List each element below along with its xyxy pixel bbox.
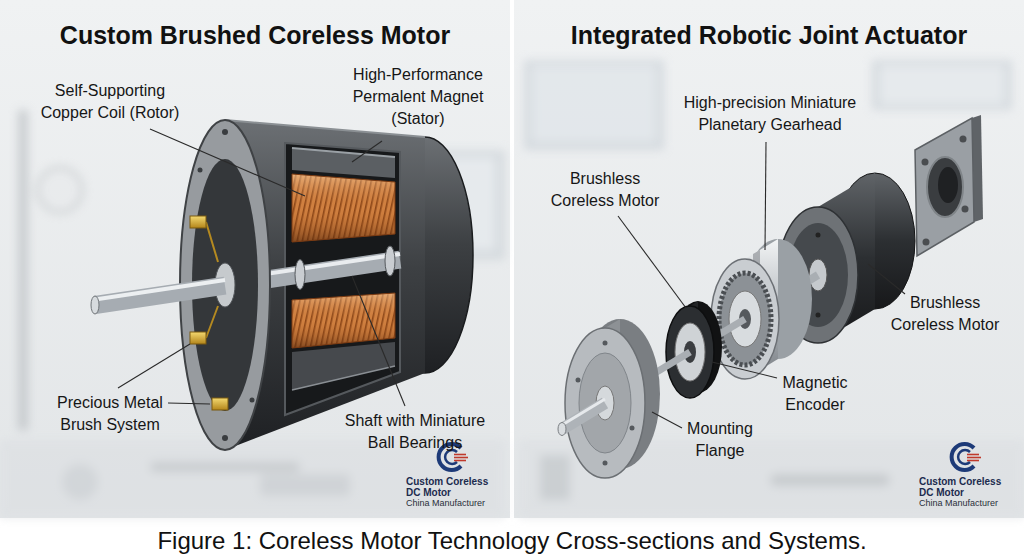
- watermark-text: Custom Coreless DC Motor: [919, 476, 1011, 498]
- watermark-text: China Manufacturer: [919, 498, 1011, 509]
- brushed-coreless-motor: [91, 296, 99, 314]
- robotic-joint-actuator: [927, 157, 963, 217]
- brushed-coreless-motor: [292, 366, 395, 390]
- logo-mark: [454, 454, 466, 456]
- logo-mark: [952, 444, 981, 470]
- lab-background: [260, 474, 350, 496]
- leader-line: [712, 362, 777, 378]
- robotic-joint-actuator: [603, 341, 608, 346]
- robotic-joint-actuator: [816, 313, 821, 318]
- brushed-coreless-motor: [292, 174, 395, 242]
- leader-line: [352, 276, 405, 406]
- brushed-coreless-motor: [212, 398, 228, 410]
- brushed-coreless-motor: [222, 129, 228, 135]
- lab-background: [880, 66, 1004, 104]
- lab-background: [18, 110, 28, 430]
- brushed-coreless-motor: [95, 280, 225, 300]
- watermark-text: China Manufacturer: [406, 498, 498, 509]
- brushed-coreless-motor: [292, 174, 395, 242]
- robotic-joint-actuator: [960, 136, 967, 143]
- brushed-coreless-motor: [292, 293, 395, 348]
- logo-mark: [454, 460, 466, 462]
- brushed-coreless-motor: [285, 143, 400, 415]
- robotic-joint-actuator: [938, 167, 958, 203]
- robotic-joint-actuator: [576, 378, 581, 383]
- robotic-joint-actuator: [915, 118, 974, 256]
- panel-title: Integrated Robotic Joint Actuator: [522, 20, 1016, 50]
- logo-mark: [967, 454, 979, 456]
- logo-mark: [967, 460, 979, 462]
- robotic-joint-actuator: [562, 399, 605, 425]
- brushed-coreless-motor: [190, 216, 206, 228]
- leader-line: [765, 142, 766, 250]
- panel-ground: [514, 0, 1024, 518]
- brushed-coreless-motor: [198, 168, 203, 173]
- brushed-coreless-motor: [292, 148, 395, 178]
- callout-label: High-precision Miniature Planetary Gearh…: [675, 92, 865, 136]
- leader-line: [618, 216, 686, 308]
- logo-mark: [454, 457, 468, 459]
- panel-title: Custom Brushed Coreless Motor: [8, 20, 502, 50]
- callout-label: Brushless Coreless Motor: [544, 168, 666, 212]
- leader-line: [868, 264, 905, 294]
- callout-label: High-Performance Permalent Magnet (Stato…: [343, 64, 493, 130]
- lab-background: [872, 60, 1012, 110]
- leader-line: [652, 412, 682, 428]
- leader-line: [168, 403, 210, 404]
- leader-line: [352, 141, 382, 162]
- lab-background: [0, 440, 505, 518]
- lab-background: [540, 455, 570, 500]
- brushed-coreless-motor: [292, 293, 395, 348]
- robotic-joint-actuator: [603, 461, 608, 466]
- brushed-coreless-motor: [295, 260, 305, 290]
- brushed-coreless-motor: [190, 332, 206, 344]
- brushed-coreless-motor: [292, 342, 395, 390]
- lab-background: [532, 66, 656, 142]
- callout-label: Precious Metal Brush System: [45, 392, 175, 436]
- brushed-coreless-motor: [206, 306, 218, 338]
- robotic-joint-actuator: [630, 426, 635, 431]
- watermark-text: Custom Coreless DC Motor: [406, 476, 498, 498]
- robotic-joint-actuator: [922, 159, 929, 166]
- brushed-coreless-motor: [222, 435, 228, 441]
- robotic-joint-actuator: [562, 403, 605, 429]
- leader-line: [118, 344, 190, 388]
- panel-ground: [0, 0, 510, 518]
- leader-line: [118, 129, 905, 428]
- callout-label: Magnetic Encoder: [770, 372, 860, 416]
- lab-background: [150, 462, 300, 472]
- leader-line: [150, 129, 305, 196]
- lab-background: [62, 464, 98, 500]
- robotic-joint-actuator: [558, 423, 566, 436]
- lab-background: [770, 474, 890, 486]
- callout-label: Brushless Coreless Motor: [884, 292, 1006, 336]
- robotic-joint-actuator: [962, 206, 969, 213]
- brushed-coreless-motor: [250, 398, 255, 403]
- brushed-coreless-motor: [206, 222, 218, 262]
- callout-label: Self-Supporting Copper Coil (Rotor): [35, 80, 185, 124]
- lab-background: [38, 168, 82, 212]
- callout-label: Mounting Flange: [678, 418, 763, 462]
- callout-label: Shaft with Miniature Ball Bearings: [340, 410, 490, 454]
- logo-mark: [967, 457, 981, 459]
- figure-caption: Figure 1: Coreless Motor Technology Cros…: [0, 526, 1024, 556]
- brushed-coreless-motor: [292, 148, 395, 157]
- brushed-coreless-motor: [385, 246, 395, 276]
- lab-background: [524, 60, 664, 150]
- lab-background: [0, 60, 1024, 518]
- panel: Integrated Robotic Joint Actuator: [514, 0, 1024, 518]
- robotic-joint-actuator: [816, 233, 821, 238]
- robotic-joint-actuator: [923, 239, 930, 246]
